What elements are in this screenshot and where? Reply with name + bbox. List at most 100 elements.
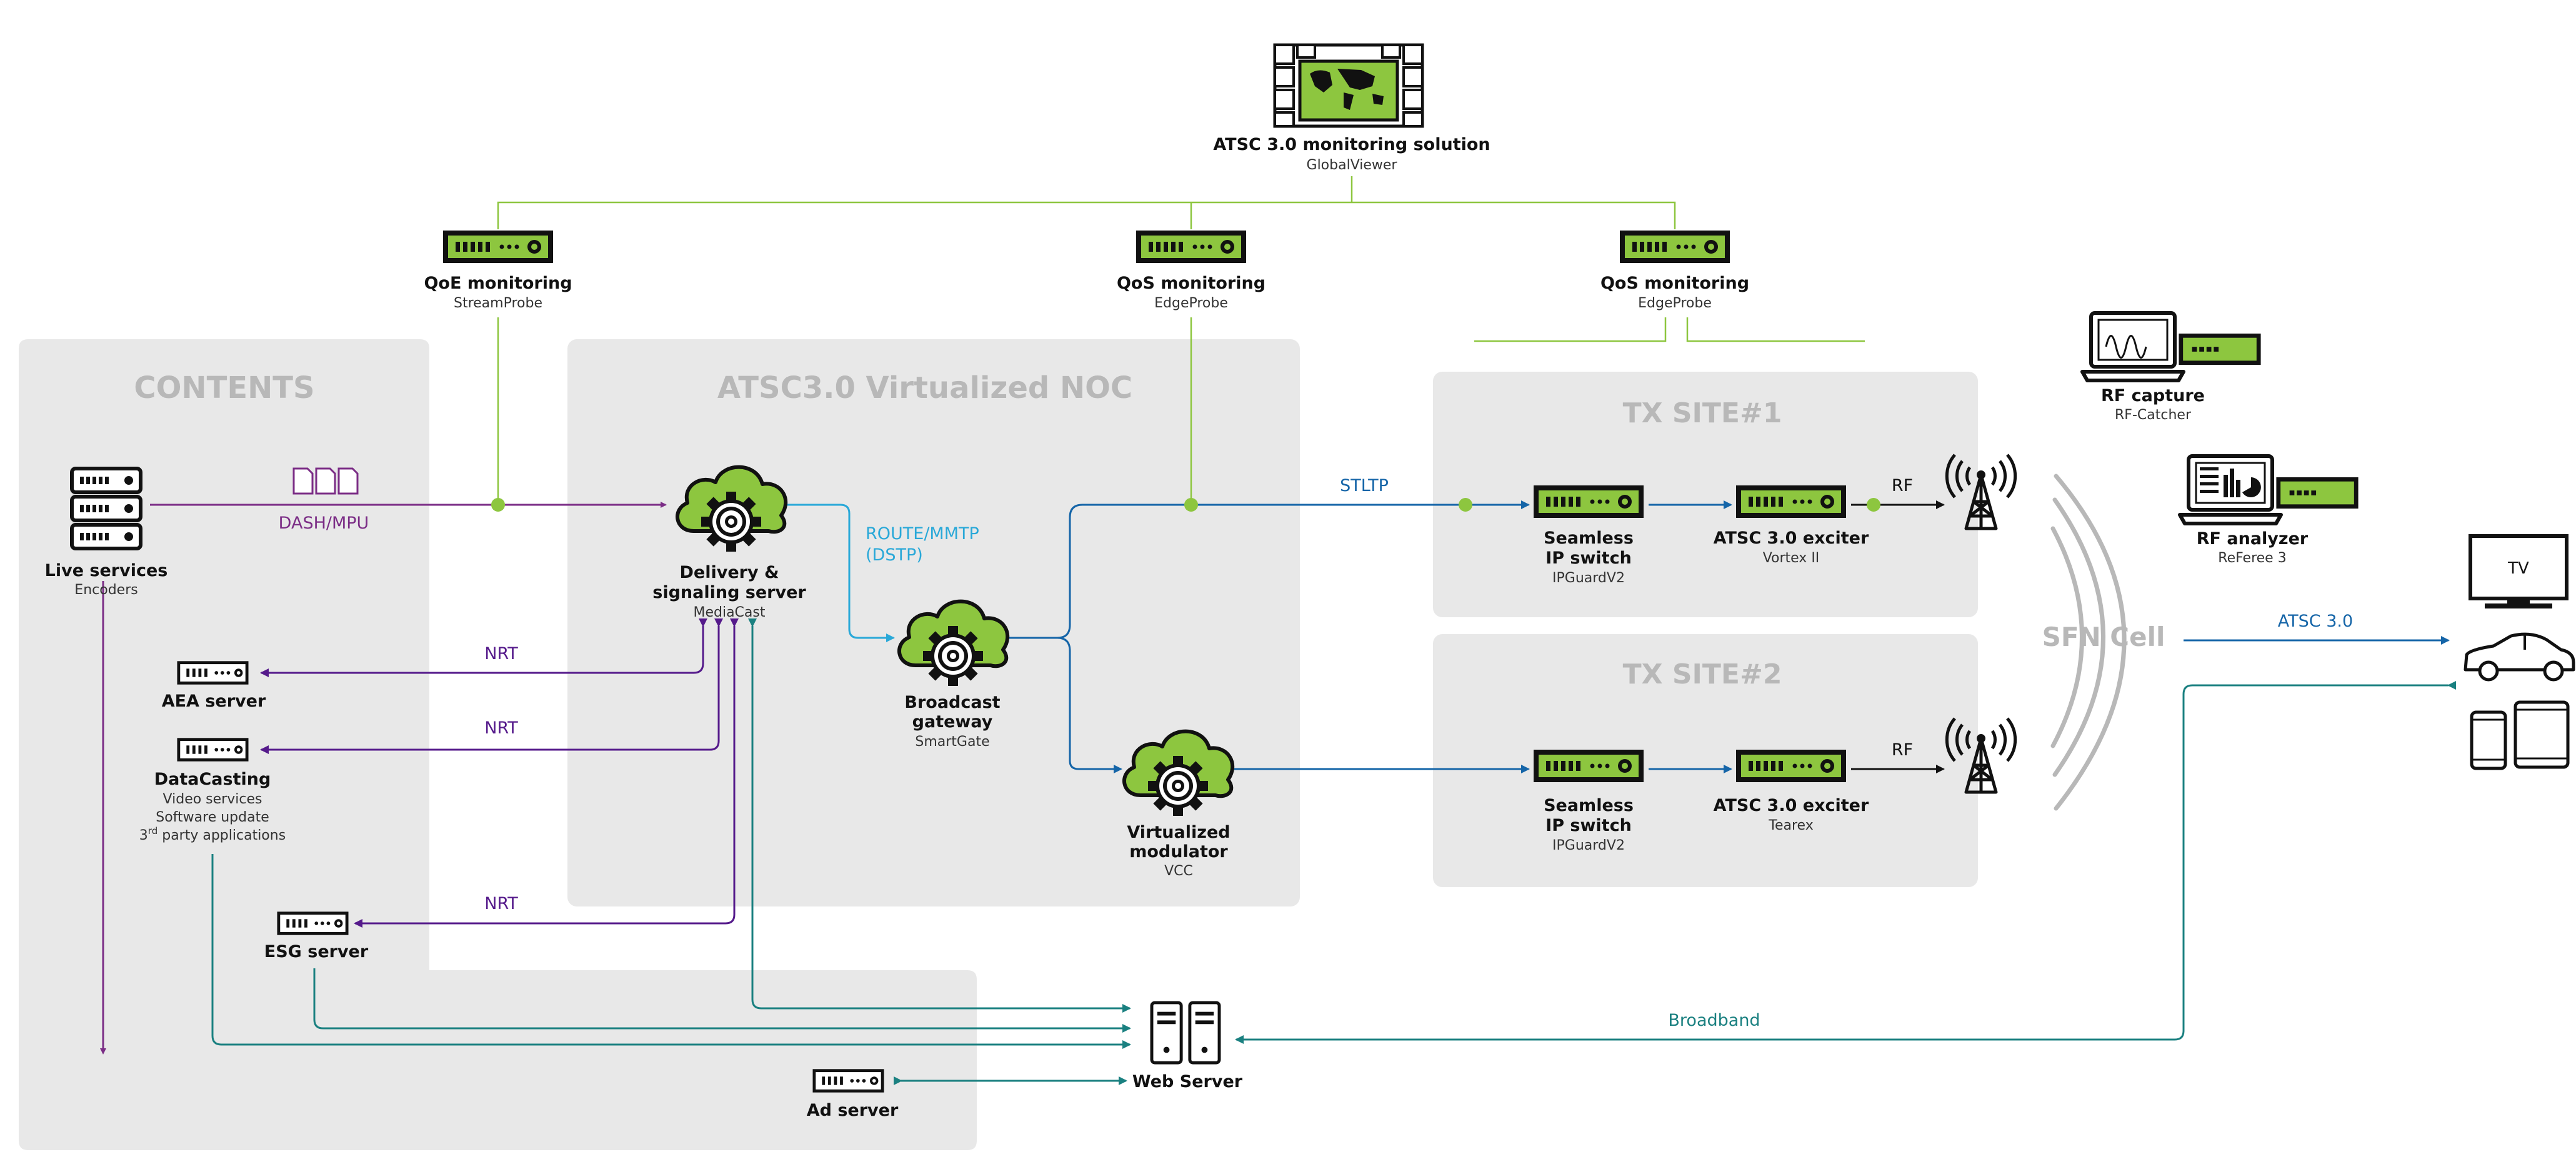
delivery-signaling-node[interactable]: Delivery & signaling server MediaCast (652, 467, 806, 620)
server-icon (814, 1071, 882, 1091)
qos1-subtitle: EdgeProbe (1154, 295, 1228, 311)
stltp-label: STLTP (1340, 476, 1389, 495)
web-server-icon (1152, 1003, 1219, 1063)
exciter1-title: ATSC 3.0 exciter (1714, 529, 1869, 548)
virtualized-modulator-node[interactable]: Virtualized modulator VCC (1124, 732, 1232, 879)
switch2-title-1: Seamless (1544, 796, 1634, 815)
delivery-subtitle: MediaCast (693, 605, 765, 620)
atsc-exciter-1-node[interactable]: ATSC 3.0 exciter Vortex II (1714, 485, 1869, 566)
rf-analyzer-title: RF analyzer (2197, 529, 2309, 549)
nrt-label-1: NRT (484, 644, 518, 663)
aea-server-title: AEA server (162, 692, 266, 711)
datacasting-node[interactable]: DataCasting Video services Software upda… (139, 740, 286, 843)
modulator-subtitle: VCC (1164, 863, 1193, 879)
video-wall-icon (1273, 43, 1424, 128)
switch2-subtitle: IPGuardV2 (1552, 838, 1625, 853)
rf-capture-node[interactable]: RF capture RF-Catcher (2082, 313, 2261, 423)
qos-monitoring-node-1[interactable]: QoS monitoring EdgeProbe (1117, 231, 1266, 311)
web-server-node[interactable]: Web Server (1132, 1003, 1243, 1091)
dash-flow (100, 502, 667, 1055)
broadcast-gateway-node[interactable]: Broadcast gateway SmartGate (899, 602, 1007, 750)
probe-device-icon (1736, 485, 1846, 518)
dstp-label: (DSTP) (866, 545, 923, 565)
exciter2-title: ATSC 3.0 exciter (1714, 796, 1869, 815)
modulator-title-2: modulator (1129, 842, 1228, 862)
rf-capture-subtitle: RF-Catcher (2115, 407, 2192, 423)
server-icon (179, 663, 247, 683)
green-device-icon (2179, 333, 2261, 365)
live-services-subtitle: Encoders (74, 582, 137, 598)
gateway-subtitle: SmartGate (915, 734, 989, 750)
noc-region-title: ATSC3.0 Virtualized NOC (717, 370, 1132, 405)
waveform-icon (2105, 335, 2147, 359)
tx-site-1-title: TX SITE#1 (1623, 397, 1782, 429)
broadband-label: Broadband (1668, 1011, 1760, 1030)
esg-server-title: ESG server (264, 942, 369, 961)
analyzer-chart-icon (2200, 467, 2261, 497)
ad-server-node[interactable]: Ad server (807, 1071, 899, 1120)
route-link (786, 504, 895, 642)
green-device-icon (2276, 477, 2359, 509)
qos1-title: QoS monitoring (1117, 274, 1266, 293)
dash-mpu-label: DASH/MPU (279, 514, 369, 533)
exciter2-subtitle: Tearex (1768, 818, 1813, 833)
switch1-title-1: Seamless (1544, 529, 1634, 548)
tx-site-2-title: TX SITE#2 (1623, 658, 1782, 690)
stltp-links (1007, 500, 2450, 773)
rf-analyzer-subtitle: ReFeree 3 (2218, 550, 2286, 566)
live-services-node[interactable]: Live services Encoders (45, 469, 168, 598)
contents-region-title: CONTENTS (134, 370, 314, 405)
nrt-links (260, 618, 739, 928)
tv-label: TV (2507, 559, 2529, 578)
qoe-monitoring-node[interactable]: QoE monitoring StreamProbe (424, 231, 572, 311)
monitoring-links (497, 176, 1865, 505)
probe-device-icon (1736, 750, 1846, 782)
atsc-label: ATSC 3.0 (2278, 612, 2353, 631)
qoe-subtitle: StreamProbe (454, 295, 542, 311)
tx-site-2-panel: TX SITE#2 (1433, 634, 1978, 887)
qos2-title: QoS monitoring (1600, 274, 1749, 293)
server-icon (179, 740, 247, 760)
probe-device-icon (1136, 231, 1246, 263)
qos-monitoring-node-2[interactable]: QoS monitoring EdgeProbe (1600, 231, 1749, 311)
web-server-title: Web Server (1132, 1072, 1243, 1091)
server-icon (279, 913, 347, 934)
nrt-label-2: NRT (484, 718, 518, 738)
delivery-title-1: Delivery & (679, 563, 779, 582)
laptop-icon (2082, 313, 2184, 380)
web-links (211, 618, 2456, 1085)
route-mmtp-label: ROUTE/MMTP (866, 524, 979, 544)
atsc-exciter-2-node[interactable]: ATSC 3.0 exciter Tearex (1714, 750, 1869, 833)
tv-node[interactable]: TV (2469, 534, 2569, 608)
aea-server-node[interactable]: AEA server (162, 663, 266, 711)
tx-site-1-panel: TX SITE#1 (1433, 372, 1978, 617)
seamless-ip-switch-1-node[interactable]: Seamless IP switch IPGuardV2 (1534, 485, 1644, 586)
rf-label-2: RF (1892, 740, 1913, 760)
gateway-title-1: Broadcast (904, 693, 1000, 712)
switch1-subtitle: IPGuardV2 (1552, 570, 1625, 586)
probe-device-icon (1620, 231, 1730, 263)
sfn-waves (2050, 474, 2127, 811)
tablet-icon (2514, 700, 2570, 769)
modulator-title-1: Virtualized (1127, 823, 1230, 842)
tv-icon (2469, 534, 2569, 608)
globalviewer-subtitle: GlobalViewer (1307, 157, 1398, 173)
ad-server-title: Ad server (807, 1101, 899, 1120)
rf-analyzer-node[interactable]: RF analyzer ReFeree 3 (2180, 456, 2359, 566)
qoe-title: QoE monitoring (424, 274, 572, 293)
gateway-title-2: gateway (912, 712, 993, 732)
probe-device-icon (1534, 485, 1644, 518)
globalviewer-node[interactable]: ATSC 3.0 monitoring solution GlobalViewe… (1213, 43, 1490, 173)
probe-device-icon (443, 231, 553, 263)
datacasting-line-3: 3rd party applications (139, 825, 286, 843)
exciter1-subtitle: Vortex II (1763, 550, 1820, 566)
delivery-title-2: signaling server (652, 583, 806, 602)
globalviewer-title: ATSC 3.0 monitoring solution (1213, 135, 1490, 154)
esg-server-node[interactable]: ESG server (264, 913, 369, 961)
car-icon (2464, 632, 2575, 682)
live-services-title: Live services (45, 561, 168, 580)
datacasting-line-1: Video services (163, 792, 262, 807)
seamless-ip-switch-2-node[interactable]: Seamless IP switch IPGuardV2 (1534, 750, 1644, 853)
switch1-title-2: IP switch (1545, 549, 1632, 568)
